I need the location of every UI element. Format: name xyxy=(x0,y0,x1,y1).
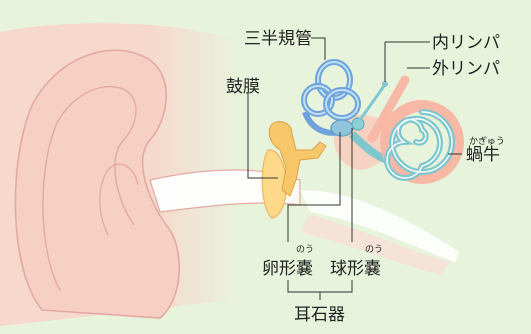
ruby-utricle: のう xyxy=(296,244,314,255)
leader-semicircular xyxy=(311,38,325,60)
saccule-shape xyxy=(352,118,364,130)
ruby-saccule: のう xyxy=(365,244,383,255)
leader-endolymph xyxy=(385,42,430,82)
label-endolymph: 内リンパ xyxy=(432,33,500,53)
utricle-shape xyxy=(331,120,353,136)
label-utricle: 卵形嚢 xyxy=(262,259,313,279)
label-perilymph: 外リンパ xyxy=(432,59,500,79)
cochlea-shape xyxy=(386,106,458,178)
label-otolith-organs: 耳石器 xyxy=(294,305,345,325)
label-saccule: 球形嚢 xyxy=(330,259,381,279)
label-semicircular-canals: 三半規管 xyxy=(244,29,312,49)
label-eardrum: 鼓膜 xyxy=(226,77,260,97)
leader-otolith xyxy=(288,280,352,300)
label-cochlea: 蝸牛 xyxy=(466,145,500,165)
